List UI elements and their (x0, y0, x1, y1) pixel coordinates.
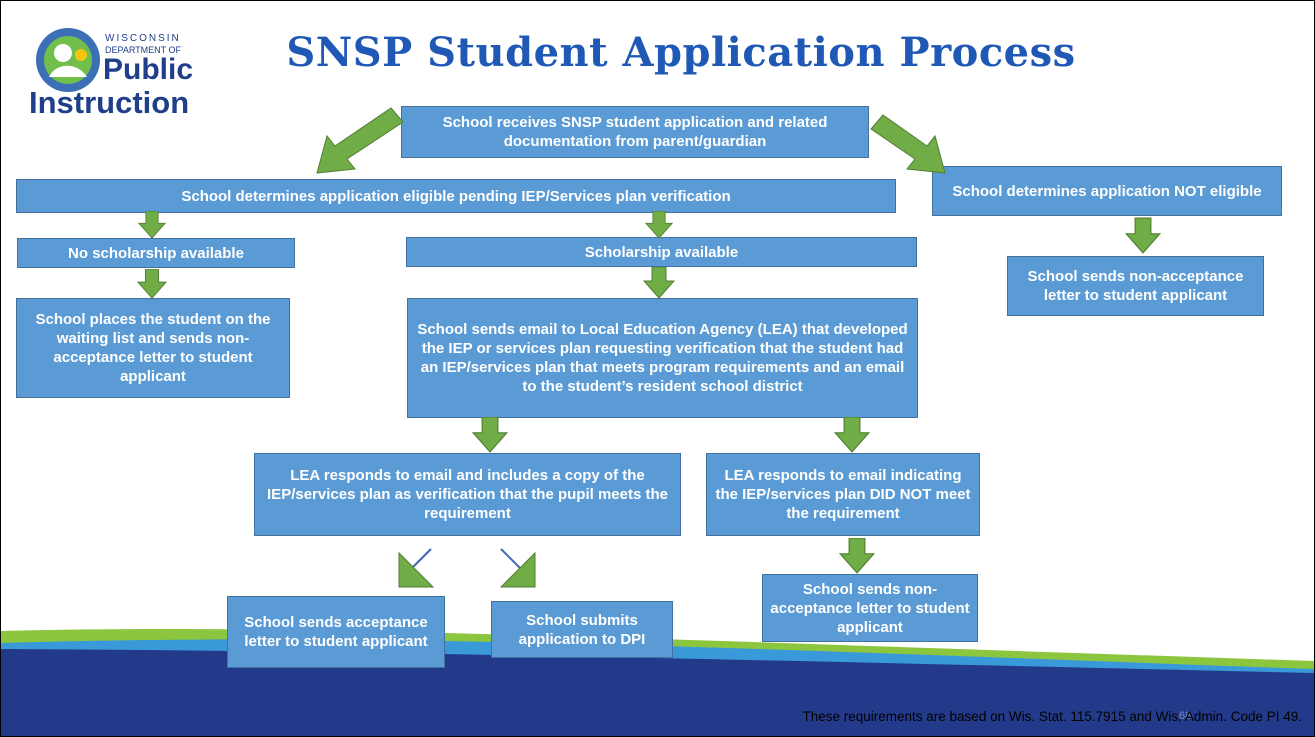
box-acceptance-letter: School sends acceptance letter to studen… (227, 596, 445, 668)
arrow-down-icon (472, 417, 508, 453)
logo-emblem-icon (36, 28, 100, 92)
logo-line-public: Public (103, 53, 194, 86)
box-nonacceptance-right: School sends non-acceptance letter to st… (1007, 256, 1264, 316)
arrow-down-icon (137, 269, 167, 299)
arrow-down-icon (1125, 217, 1161, 254)
box-waiting-list: School places the student on the waiting… (16, 298, 290, 398)
page-number: 68 (1179, 710, 1192, 722)
arrow-right-diagonal-icon (870, 114, 946, 174)
arrow-down-left-icon (398, 548, 435, 588)
box-lea-not-meets: LEA responds to email indicating the IEP… (706, 453, 980, 536)
box-lea-meets: LEA responds to email and includes a cop… (254, 453, 681, 536)
box-scholarship-available: Scholarship available (406, 237, 917, 267)
logo-line-instruction: Instruction (29, 85, 190, 120)
arrow-down-icon (839, 538, 875, 574)
box-eligible-pending: School determines application eligible p… (16, 179, 896, 213)
footer-citation: These requirements are based on Wis. Sta… (802, 709, 1302, 724)
box-email-lea: School sends email to Local Education Ag… (407, 298, 918, 418)
box-nonacceptance-bottom: School sends non-acceptance letter to st… (762, 574, 978, 642)
logo-line-department: DEPARTMENT OF (105, 45, 182, 55)
dpi-logo: WISCONSIN DEPARTMENT OF Public Instructi… (19, 15, 219, 125)
slide-title: SNSP Student Application Process (286, 29, 1076, 76)
box-receives-application: School receives SNSP student application… (401, 106, 869, 158)
box-submit-dpi: School submits application to DPI (491, 601, 673, 658)
arrow-down-icon (645, 211, 673, 239)
arrow-down-icon (834, 417, 870, 453)
arrow-down-icon (138, 211, 166, 239)
arrow-down-icon (643, 267, 675, 299)
logo-line-wisconsin: WISCONSIN (105, 33, 181, 44)
arrow-left-diagonal-icon (316, 107, 404, 174)
box-no-scholarship: No scholarship available (17, 238, 295, 268)
box-not-eligible: School determines application NOT eligib… (932, 166, 1282, 216)
arrow-down-right-icon (499, 548, 536, 588)
